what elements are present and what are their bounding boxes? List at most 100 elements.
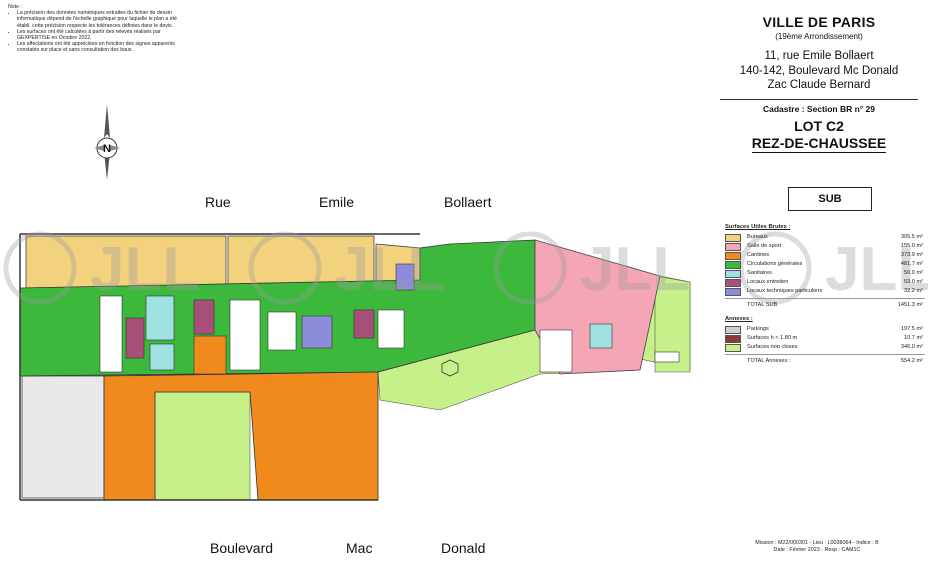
legend-row: Locaux entretien 53.0 m² (725, 278, 925, 287)
note-item: Les affectations ont été appréciées en f… (17, 41, 188, 53)
street-bottom-3: Donald (441, 540, 486, 556)
legend-label: Sanitaires (747, 270, 772, 276)
legend-value: 53.0 m² (904, 279, 923, 285)
floor-plan (19, 233, 691, 501)
legend-value: 32.2 m² (904, 288, 923, 294)
sub-badge: SUB (788, 187, 872, 211)
notes-block: Note : La précision des données numériqu… (8, 4, 188, 54)
zone-sport-room (654, 351, 680, 363)
zone-non-closes-patio (154, 391, 251, 501)
zone-bureaux-2 (227, 235, 375, 287)
legend-sub-heading: Surfaces Utiles Brutes : (725, 224, 791, 230)
legend-swatch (725, 279, 741, 287)
watermark-text: JLL (90, 235, 200, 304)
arrondissement: (19ème Arrondissement) (775, 32, 863, 41)
zone-technique-1 (301, 315, 333, 349)
legend-annex-total: TOTAL Annexes : 554.2 m² (725, 354, 925, 366)
watermark: JLL JLL JLL JLL (3, 231, 928, 305)
legend-row: Surfaces h < 1.80 m 10.7 m² (725, 334, 925, 343)
legend-row: Locaux techniques particuliers 32.2 m² (725, 287, 925, 296)
zone-cantine-small (193, 335, 227, 375)
legend-label: Bureaux (747, 234, 768, 240)
legend-swatch (725, 326, 741, 334)
address-line: Zac Claude Bernard (767, 79, 871, 91)
cadastre: Cadastre : Section BR n° 29 (762, 103, 876, 114)
legend-value: 481.7 m² (900, 261, 923, 267)
zone-entretien-3 (353, 309, 375, 339)
zone-sanitaires-1 (145, 295, 175, 341)
footer-date: Date : Février 2023 - Resp : CAM1C (773, 547, 861, 553)
title-block: VILLE DE PARIS (19ème Arrondissement) 11… (712, 14, 926, 153)
legend-swatch (725, 234, 741, 242)
legend-label: Cantines (747, 252, 770, 258)
legend-label: Surfaces h < 1.80 m (747, 335, 798, 341)
legend-row: Circulations générales 481.7 m² (725, 260, 925, 269)
note-item: Les surfaces ont été calculées à partir … (17, 29, 188, 41)
street-top-3: Bollaert (444, 194, 492, 210)
legend-value: 373.9 m² (900, 252, 923, 258)
legend-swatch (725, 344, 741, 352)
notes-heading: Note : (8, 4, 22, 10)
zone-entretien-2 (193, 299, 215, 335)
legend-swatch (725, 252, 741, 260)
address-line: 11, rue Emile Bollaert (764, 50, 874, 62)
title-divider (720, 98, 918, 100)
legend-swatch (725, 270, 741, 278)
legend-swatch (725, 335, 741, 343)
level-label: REZ-DE-CHAUSSEE (751, 134, 887, 153)
watermark-text: JLL (580, 235, 690, 304)
address-block: 11, rue Emile Bollaert 140-142, Boulevar… (712, 49, 926, 93)
zone-sanitaires-2 (149, 343, 175, 371)
watermark-text: JLL (825, 235, 928, 304)
legend-sub-total: TOTAL SUB 1451.3 m² (725, 298, 925, 310)
watermark-text: JLL (335, 235, 445, 304)
legend-value: 346.0 m² (900, 344, 923, 350)
zone-non-closes-edge (654, 275, 691, 373)
legend-label: Parkings (747, 326, 769, 332)
legend-total-value: 1451.3 m² (897, 302, 923, 308)
zone-core-white-3 (539, 329, 573, 373)
legend-total-value: 554.2 m² (900, 358, 923, 364)
legend-annex-heading: Annexes : (725, 316, 753, 322)
zone-entretien-1 (125, 317, 145, 359)
legend-value: 197.5 m² (900, 326, 923, 332)
north-arrow-icon: N (92, 104, 122, 189)
legend-label: Locaux entretien (747, 279, 789, 285)
legend-swatch (725, 288, 741, 296)
city-title: VILLE DE PARIS (762, 14, 876, 30)
address-line: 140-142, Boulevard Mc Donald (739, 64, 899, 77)
legend-total-label: TOTAL Annexes : (747, 358, 791, 364)
legend-row: Surfaces non closes 346.0 m² (725, 343, 925, 352)
column-hex (441, 359, 459, 377)
legend-row: Cantines 373.9 m² (725, 251, 925, 260)
street-bottom-2: Mac (346, 540, 373, 556)
zone-core-white-2 (377, 309, 405, 349)
footer-mission: Mission : M22/000301 - Lieu : L0038064 -… (755, 540, 879, 546)
legend-value: 10.7 m² (904, 335, 923, 341)
street-top-1: Rue (205, 194, 231, 210)
zone-technique-2 (395, 263, 415, 291)
legend-row: Sanitaires 50.0 m² (725, 269, 925, 278)
footer: Mission : M22/000301 - Lieu : L0038064 -… (712, 540, 922, 554)
legend-total-label: TOTAL SUB (747, 302, 778, 308)
legend-value: 50.0 m² (904, 270, 923, 276)
legend-row: Salle de sport 155.0 m² (725, 242, 925, 251)
zone-core-white (99, 295, 123, 373)
note-item: La précision des données numériques extr… (17, 10, 188, 29)
legend-label: Circulations générales (747, 261, 803, 267)
lot-label: LOT C2 (794, 117, 844, 134)
legend-label: Surfaces non closes (747, 344, 798, 350)
zone-sanitaires-3 (589, 323, 613, 349)
legend-swatch (725, 261, 741, 269)
street-top-2: Emile (319, 194, 355, 210)
legend-label: Salle de sport (747, 243, 782, 249)
legend-value: 155.0 m² (900, 243, 923, 249)
zone-core-stair-1 (229, 299, 261, 371)
legend-swatch (725, 243, 741, 251)
zone-parking (21, 375, 105, 499)
legend-label: Locaux techniques particuliers (747, 288, 823, 294)
street-bottom-1: Boulevard (210, 540, 274, 556)
zone-core-stair-2 (267, 311, 297, 351)
